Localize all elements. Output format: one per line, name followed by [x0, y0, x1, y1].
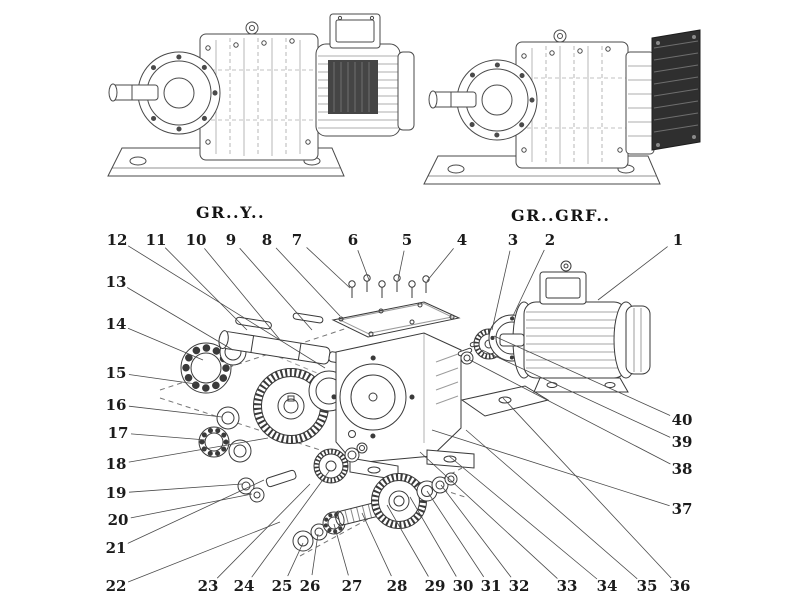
leader-lines [126, 245, 672, 583]
leader-line-38 [469, 359, 671, 465]
part-number-30: 30 [452, 577, 474, 595]
part-number-39: 39 [671, 433, 693, 451]
leader-line-30 [409, 496, 457, 577]
leader-line-24 [251, 469, 331, 578]
leader-line-15 [128, 374, 197, 385]
part-number-35: 35 [636, 577, 658, 595]
part-number-27: 27 [341, 577, 363, 595]
leader-line-27 [333, 523, 349, 576]
part-number-26: 26 [299, 577, 321, 595]
part-number-33: 33 [556, 577, 578, 595]
leader-line-17 [130, 433, 207, 441]
leader-line-23 [216, 483, 311, 579]
part-number-3: 3 [507, 231, 519, 249]
part-number-38: 38 [671, 460, 693, 478]
part-number-6: 6 [347, 231, 359, 249]
leader-line-33 [419, 451, 558, 579]
part-number-18: 18 [105, 455, 127, 473]
leader-line-21 [127, 479, 265, 544]
leader-line-25 [287, 542, 304, 577]
part-number-34: 34 [596, 577, 618, 595]
part-number-16: 16 [105, 396, 127, 414]
leader-line-19 [128, 483, 243, 493]
leader-line-39 [481, 349, 671, 438]
right-gearmotor-figure [423, 29, 701, 185]
part-number-14: 14 [105, 315, 127, 333]
leader-line-2 [511, 249, 545, 319]
leader-line-1 [597, 246, 668, 301]
leader-line-36 [502, 397, 672, 579]
leader-line-12 [127, 245, 326, 369]
part-number-17: 17 [107, 424, 129, 442]
leader-line-29 [386, 504, 429, 577]
part-number-10: 10 [185, 231, 207, 249]
left-figure-caption: GR..Y.. [196, 203, 266, 222]
part-number-9: 9 [225, 231, 237, 249]
part-number-23: 23 [197, 577, 219, 595]
leader-line-5 [397, 250, 405, 281]
part-number-11: 11 [145, 231, 167, 249]
leader-line-10 [204, 248, 282, 342]
part-number-15: 15 [105, 364, 127, 382]
leader-line-28 [361, 512, 392, 577]
part-number-37: 37 [671, 500, 693, 518]
part-number-22: 22 [105, 577, 127, 595]
leader-line-31 [426, 490, 485, 578]
leader-line-20 [130, 493, 253, 519]
part-number-2: 2 [544, 231, 556, 249]
part-number-7: 7 [291, 231, 303, 249]
exploded-motor [499, 260, 651, 393]
part-number-19: 19 [105, 484, 127, 502]
cover-bolts [348, 274, 430, 298]
leader-line-8 [275, 247, 341, 317]
part-number-21: 21 [105, 539, 127, 557]
leader-line-16 [128, 405, 223, 418]
part-number-31: 31 [480, 577, 502, 595]
part-number-12: 12 [106, 231, 128, 249]
leader-line-18 [128, 437, 269, 463]
leader-line-40 [493, 335, 671, 416]
leader-line-9 [239, 247, 313, 331]
part-number-13: 13 [105, 273, 127, 291]
part-number-32: 32 [508, 577, 530, 595]
leader-line-3 [491, 250, 511, 331]
part-number-4: 4 [456, 231, 468, 249]
leader-line-26 [311, 533, 319, 576]
leader-line-37 [431, 429, 670, 507]
exploded-view-figure [159, 260, 651, 557]
part-number-29: 29 [424, 577, 446, 595]
left-gearmotor-figure [107, 13, 415, 177]
part-number-25: 25 [271, 577, 293, 595]
leader-line-13 [126, 287, 234, 351]
leader-line-7 [306, 247, 351, 289]
part-number-40: 40 [671, 411, 693, 429]
leader-line-6 [357, 250, 370, 281]
part-number-20: 20 [107, 511, 129, 529]
leader-line-22 [127, 521, 281, 583]
part-number-24: 24 [233, 577, 255, 595]
leader-line-4 [426, 248, 454, 282]
part-number-1: 1 [672, 231, 684, 249]
right-figure-caption: GR..GRF.. [511, 206, 611, 225]
part-number-8: 8 [261, 231, 273, 249]
leader-line-35 [465, 429, 638, 580]
part-number-28: 28 [386, 577, 408, 595]
leader-line-32 [440, 484, 512, 578]
leader-line-11 [164, 247, 248, 331]
leader-line-14 [127, 327, 204, 361]
part-number-36: 36 [669, 577, 691, 595]
leader-line-34 [448, 455, 598, 580]
part-number-5: 5 [401, 231, 413, 249]
